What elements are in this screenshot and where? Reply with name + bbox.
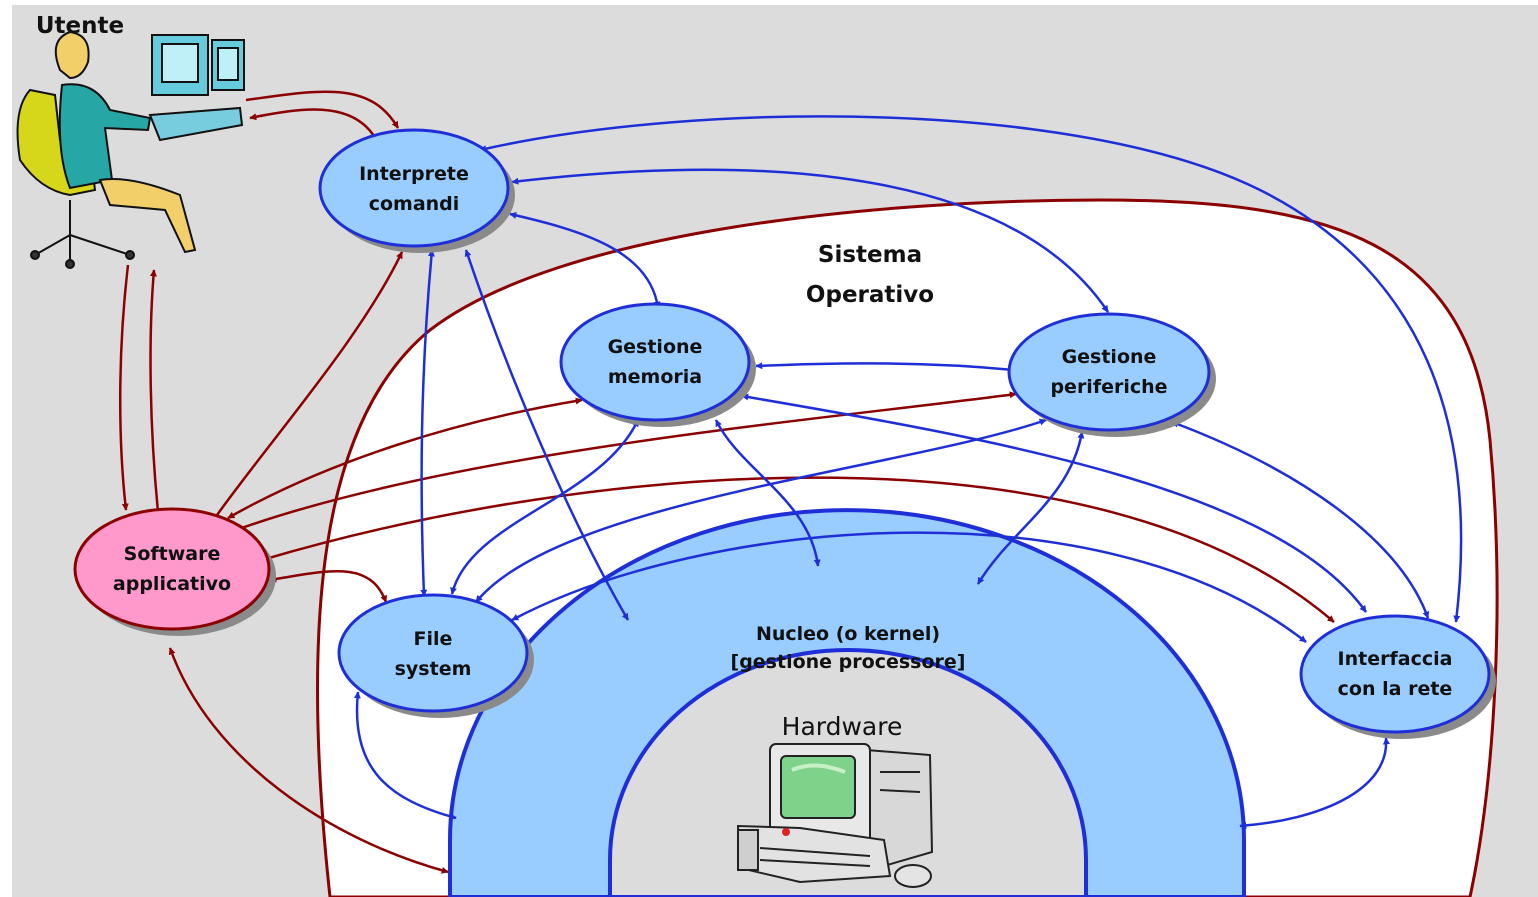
arrow-user-to-interprete — [245, 90, 400, 129]
arrow-interprete-filesystem — [420, 249, 435, 597]
node-gestione-memoria[interactable]: Gestione memoria — [559, 302, 756, 427]
software-label-line1: Software — [124, 543, 221, 565]
periferiche-label-line2: periferiche — [1050, 376, 1167, 398]
arrow-interprete-to-user — [249, 108, 376, 137]
arrow-software-nucleo — [168, 647, 449, 874]
arrow-interprete-rete — [479, 115, 1463, 623]
arrow-rete-nucleo — [1239, 737, 1390, 830]
node-gestione-periferiche[interactable]: Gestione periferiche — [1007, 312, 1216, 437]
os-title-line1: Sistema — [818, 242, 922, 268]
node-file-system[interactable]: File system — [337, 593, 534, 718]
user-at-computer-icon — [16, 30, 245, 269]
arrow-periferiche-filesystem — [475, 418, 1047, 603]
desktop-computer-icon — [736, 743, 934, 888]
nucleo-label-line2: [gestione processore] — [731, 651, 966, 673]
interprete-label-line2: comandi — [369, 193, 460, 215]
arrow-filesystem-nucleo — [353, 691, 457, 820]
arrow-periferiche-rete — [1171, 420, 1430, 619]
software-label-line2: applicativo — [113, 573, 231, 595]
node-interfaccia-rete[interactable]: Interfaccia con la rete — [1299, 614, 1496, 739]
nucleo-label-line1: Nucleo (o kernel) — [756, 623, 940, 645]
connections — [119, 90, 1463, 874]
memoria-label-line2: memoria — [608, 366, 702, 388]
arrow-filesystem-rete — [511, 531, 1307, 643]
filesystem-label-line1: File — [414, 628, 453, 650]
arrow-software-to-user — [149, 269, 160, 513]
periferiche-label-line1: Gestione — [1062, 346, 1157, 368]
interprete-label-line1: Interprete — [359, 163, 469, 185]
memoria-label-line1: Gestione — [608, 336, 703, 358]
arrow-periferiche-nucleo — [976, 431, 1085, 585]
os-title-line2: Operativo — [806, 282, 934, 308]
arrow-memoria-periferiche — [755, 362, 1015, 373]
arrow-interprete-memoria — [509, 211, 661, 309]
rete-label-line1: Interfaccia — [1338, 648, 1453, 670]
node-software-applicativo[interactable]: Software applicativo — [73, 507, 276, 636]
filesystem-label-line2: system — [395, 658, 472, 680]
arrow-software-filesystem — [269, 570, 388, 603]
rete-label-line2: con la rete — [1338, 678, 1453, 700]
hardware-label: Hardware — [782, 712, 903, 741]
arrow-user-to-software — [119, 264, 130, 511]
arrow-interprete-periferiche — [511, 168, 1110, 313]
node-interprete-comandi[interactable]: Interprete comandi — [318, 128, 515, 253]
